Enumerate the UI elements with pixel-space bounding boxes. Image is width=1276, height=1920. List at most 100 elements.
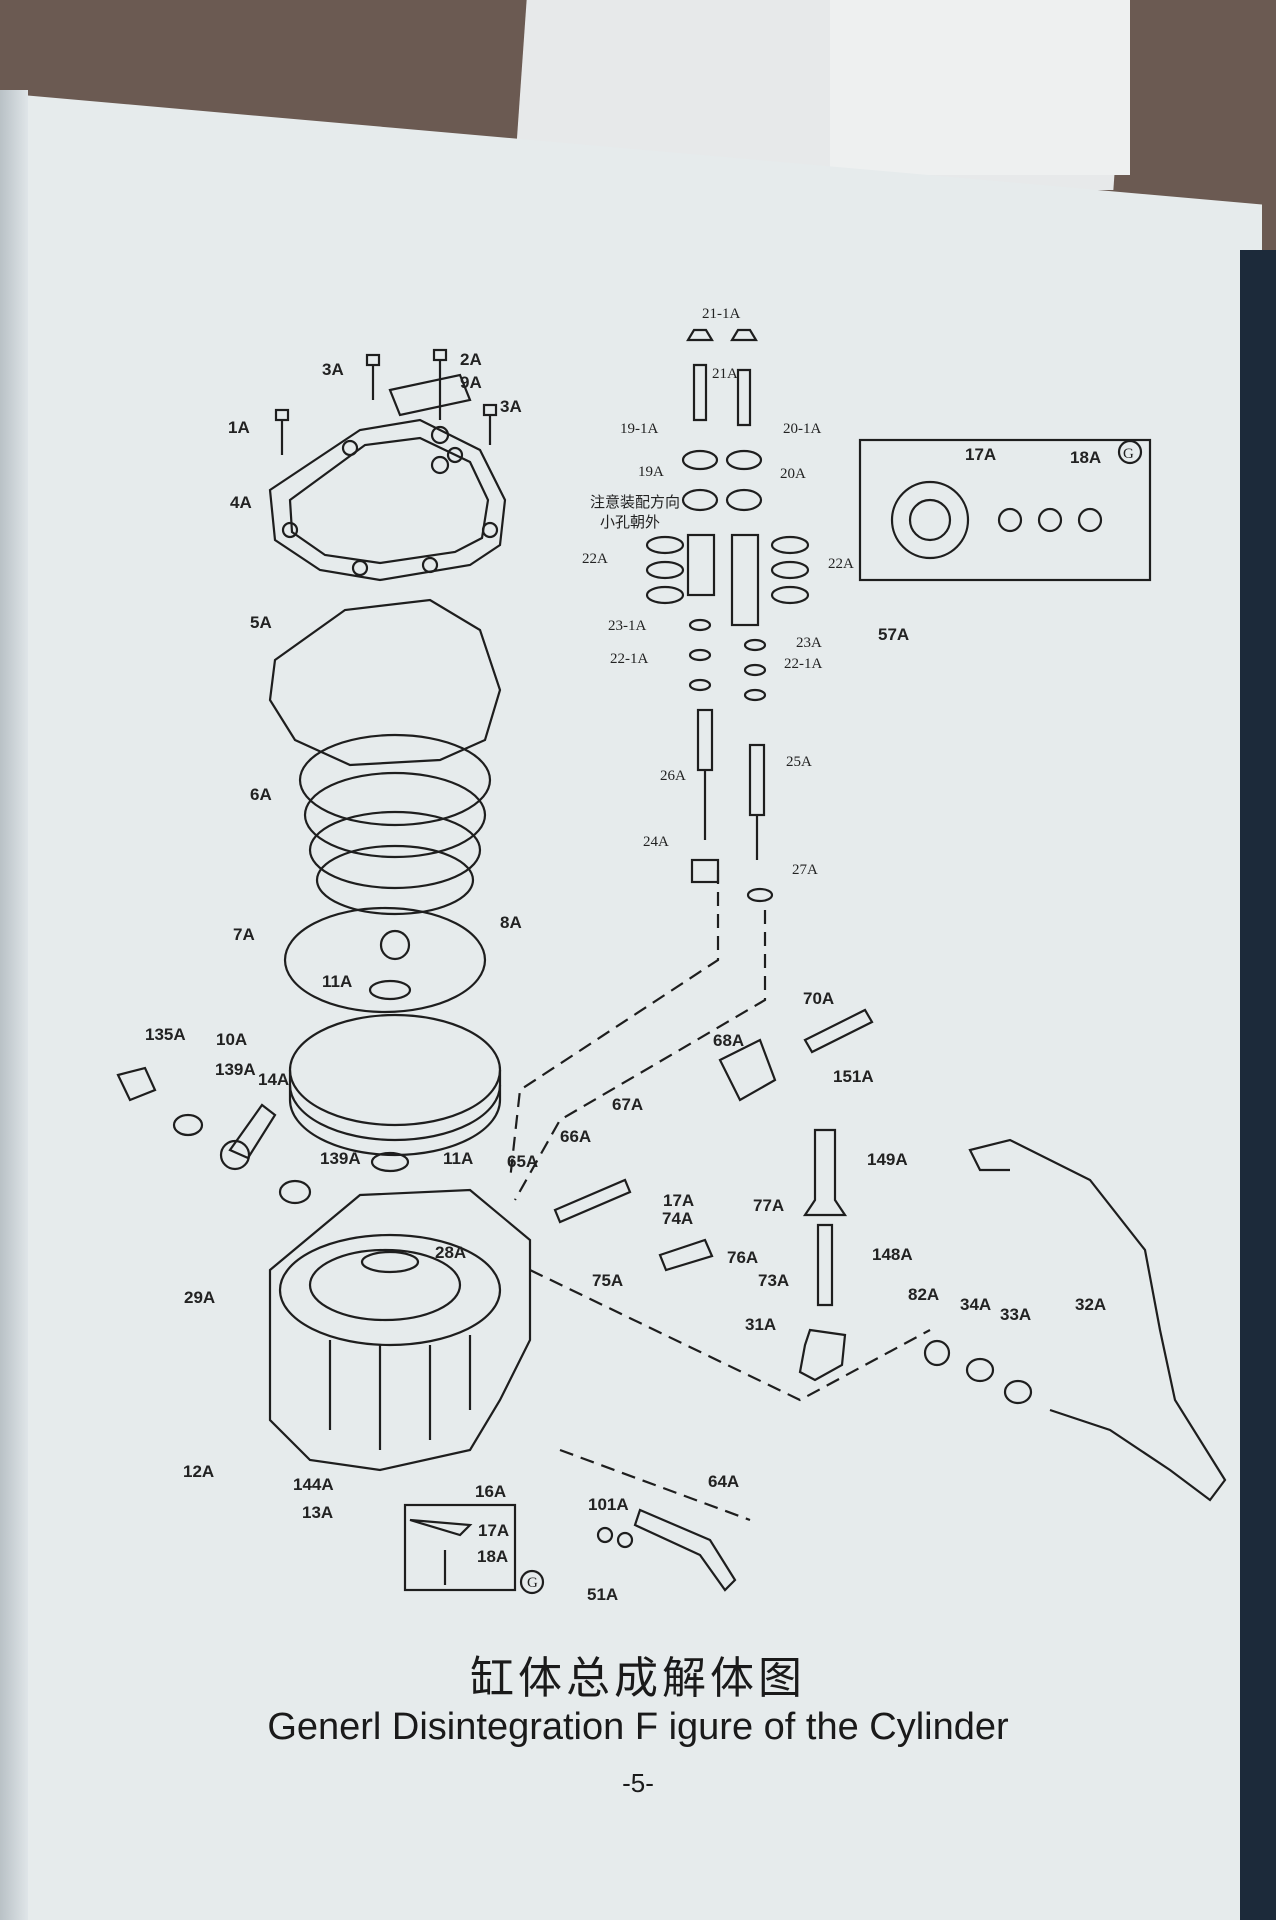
washer-139A-lower <box>278 1179 312 1205</box>
washer-33A-2 <box>1003 1379 1033 1405</box>
pipe-32A <box>968 1138 1227 1502</box>
label-18A-bottom: 18A <box>477 1547 508 1566</box>
label-27A: 27A <box>792 862 818 878</box>
label-57A: 57A <box>878 625 909 644</box>
valve-stack-left <box>645 328 720 884</box>
nut-8A <box>379 929 411 961</box>
inset-top-mark <box>1117 439 1143 465</box>
label-17A-mid: 17A <box>663 1191 694 1210</box>
label-9A: 9A <box>460 373 482 392</box>
label-26A: 26A <box>660 768 686 784</box>
label-29A: 29A <box>184 1288 215 1307</box>
part-labels: 3A 2A 9A 3A 1A 4A 5A 6A 7A 8A 11A 135A 1… <box>145 306 1134 1604</box>
label-21-1A: 21-1A <box>702 306 740 322</box>
label-7A: 7A <box>233 925 255 944</box>
gasket-5A <box>268 598 502 767</box>
label-11A: 11A <box>322 972 352 991</box>
label-149A: 149A <box>867 1150 908 1169</box>
label-1A: 1A <box>228 418 250 437</box>
label-22-1A-left: 22-1A <box>610 651 648 667</box>
label-82A: 82A <box>908 1285 939 1304</box>
label-135A: 135A <box>145 1025 186 1044</box>
background-sheet-2 <box>830 0 1130 175</box>
inset-top <box>858 438 1152 582</box>
label-151A: 151A <box>833 1067 874 1086</box>
label-12A: 12A <box>183 1462 214 1481</box>
label-24A: 24A <box>643 834 669 850</box>
label-5A: 5A <box>250 613 272 632</box>
rod-66A <box>553 1178 632 1224</box>
banjo-14A <box>228 1103 277 1160</box>
label-144A: 144A <box>293 1475 334 1494</box>
label-10A: 10A <box>216 1030 247 1049</box>
elbow-31A <box>798 1328 847 1382</box>
label-23A: 23A <box>796 635 822 651</box>
note-line-1: 注意装配方向 <box>590 493 680 511</box>
piston-10A <box>288 1013 502 1157</box>
label-20-1A: 20-1A <box>783 421 821 437</box>
page-binding <box>0 90 28 1920</box>
background-edge <box>1240 250 1276 1920</box>
spring-6A <box>298 733 492 916</box>
label-32A: 32A <box>1075 1295 1106 1314</box>
diaphragm-7A <box>283 906 487 1014</box>
label-2A: 2A <box>460 350 482 369</box>
inset-bottom-mark <box>519 1569 545 1595</box>
nut-34A <box>923 1339 951 1367</box>
washer-139A <box>172 1113 204 1137</box>
washer-33A <box>965 1357 995 1383</box>
label-3A: 3A <box>322 360 344 379</box>
label-33A: 33A <box>1000 1305 1031 1324</box>
label-8A: 8A <box>500 913 522 932</box>
label-28A: 28A <box>435 1243 466 1262</box>
label-139A: 139A <box>215 1060 256 1079</box>
label-20A: 20A <box>780 466 806 482</box>
label-74A: 74A <box>662 1209 693 1228</box>
label-22A-left: 22A <box>582 551 608 567</box>
label-51A: 51A <box>587 1585 618 1604</box>
label-77A: 77A <box>753 1196 784 1215</box>
label-19-1A: 19-1A <box>620 421 658 437</box>
label-14A: 14A <box>258 1070 289 1089</box>
fitting-149A <box>802 1128 848 1217</box>
label-67A: 67A <box>612 1095 643 1114</box>
label-64A: 64A <box>708 1472 739 1491</box>
inset-seal-57A <box>890 480 970 560</box>
label-17A-inset: 17A <box>965 445 996 464</box>
label-13A: 13A <box>302 1503 333 1522</box>
label-6A: 6A <box>250 785 272 804</box>
label-73A: 73A <box>758 1271 789 1290</box>
label-65A: 65A <box>507 1152 538 1171</box>
fitting-148A <box>816 1223 834 1307</box>
manual-page <box>22 95 1262 1920</box>
label-25A: 25A <box>786 754 812 770</box>
label-19A: 19A <box>638 464 664 480</box>
label-31A: 31A <box>745 1315 776 1334</box>
label-34A: 34A <box>960 1295 991 1314</box>
label-16A: 16A <box>475 1482 506 1501</box>
label-148A: 148A <box>872 1245 913 1264</box>
note-line-2: 小孔朝外 <box>600 514 660 531</box>
label-101A: 101A <box>588 1495 629 1514</box>
label-17A-bottom: 17A <box>478 1521 509 1540</box>
valve-stack-right <box>725 328 810 903</box>
label-18A-inset: 18A <box>1070 448 1101 467</box>
bracket-68A <box>718 1038 777 1102</box>
label-3A-right: 3A <box>500 397 522 416</box>
plug-135A <box>116 1066 157 1102</box>
label-70A: 70A <box>803 989 834 1008</box>
cylinder-body-12A <box>268 1188 532 1472</box>
label-76A: 76A <box>727 1248 758 1267</box>
label-21A: 21A <box>712 366 738 382</box>
label-139A-lower: 139A <box>320 1149 361 1168</box>
title-chinese: 缸体总成解体图 <box>470 1653 806 1704</box>
label-11A-lower: 11A <box>443 1149 473 1168</box>
label-4A: 4A <box>230 493 252 512</box>
label-75A: 75A <box>592 1271 623 1290</box>
label-22-1A-right: 22-1A <box>784 656 822 672</box>
label-66A: 66A <box>560 1127 591 1146</box>
title-english: Generl Disintegration F igure of the Cyl… <box>267 1706 1009 1748</box>
page-number: -5- <box>622 1768 654 1798</box>
label-22A-right: 22A <box>828 556 854 572</box>
